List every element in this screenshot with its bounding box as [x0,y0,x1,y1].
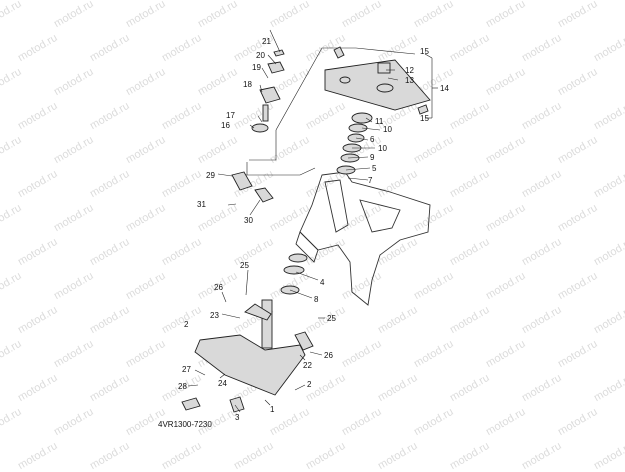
callout-labels: 15 12 13 14 15 11 10 6 10 9 5 7 4 8 25 2… [158,37,449,429]
callout-9: 9 [370,153,375,162]
callout-22: 22 [303,361,312,370]
callout-14: 14 [440,84,449,93]
callout-7: 7 [368,176,373,185]
callout-25-right: 25 [327,314,336,323]
callout-20: 20 [256,51,265,60]
guide-lines [239,47,356,381]
under-bracket [181,299,306,413]
callout-17: 17 [226,111,235,120]
callout-16: 16 [221,121,230,130]
callout-26-right: 26 [324,351,333,360]
cable-guides [231,171,314,351]
callout-13: 13 [405,76,414,85]
callout-3: 3 [235,413,240,422]
callout-4: 4 [320,278,325,287]
callout-19: 19 [252,63,261,72]
callout-26-left: 26 [214,283,223,292]
callout-24: 24 [218,379,227,388]
handle-holder [251,49,285,133]
frame-outline [295,171,431,306]
callout-10-upper: 10 [383,125,392,134]
callout-6: 6 [370,135,375,144]
callout-5: 5 [372,164,377,173]
callout-15-bottom: 15 [420,114,429,123]
callout-leaders [187,29,438,413]
diagram-code: 4VR1300-7230 [158,420,212,429]
callout-2-right: 2 [307,380,312,389]
callout-23: 23 [210,311,219,320]
callout-25-left: 25 [240,261,249,270]
callout-28: 28 [178,382,187,391]
callout-30: 30 [244,216,253,225]
callout-11: 11 [375,117,384,126]
callout-29: 29 [206,171,215,180]
callout-10-lower: 10 [378,144,387,153]
upper-bracket [324,46,431,115]
steering-stack [280,112,373,295]
callout-1: 1 [270,405,275,414]
callout-8: 8 [314,295,319,304]
callout-15-top: 15 [420,47,429,56]
callout-31: 31 [197,200,206,209]
callout-12: 12 [405,66,414,75]
callout-2-left: 2 [184,320,189,329]
callout-21: 21 [262,37,271,46]
callout-18: 18 [243,80,252,89]
callout-27: 27 [182,365,191,374]
